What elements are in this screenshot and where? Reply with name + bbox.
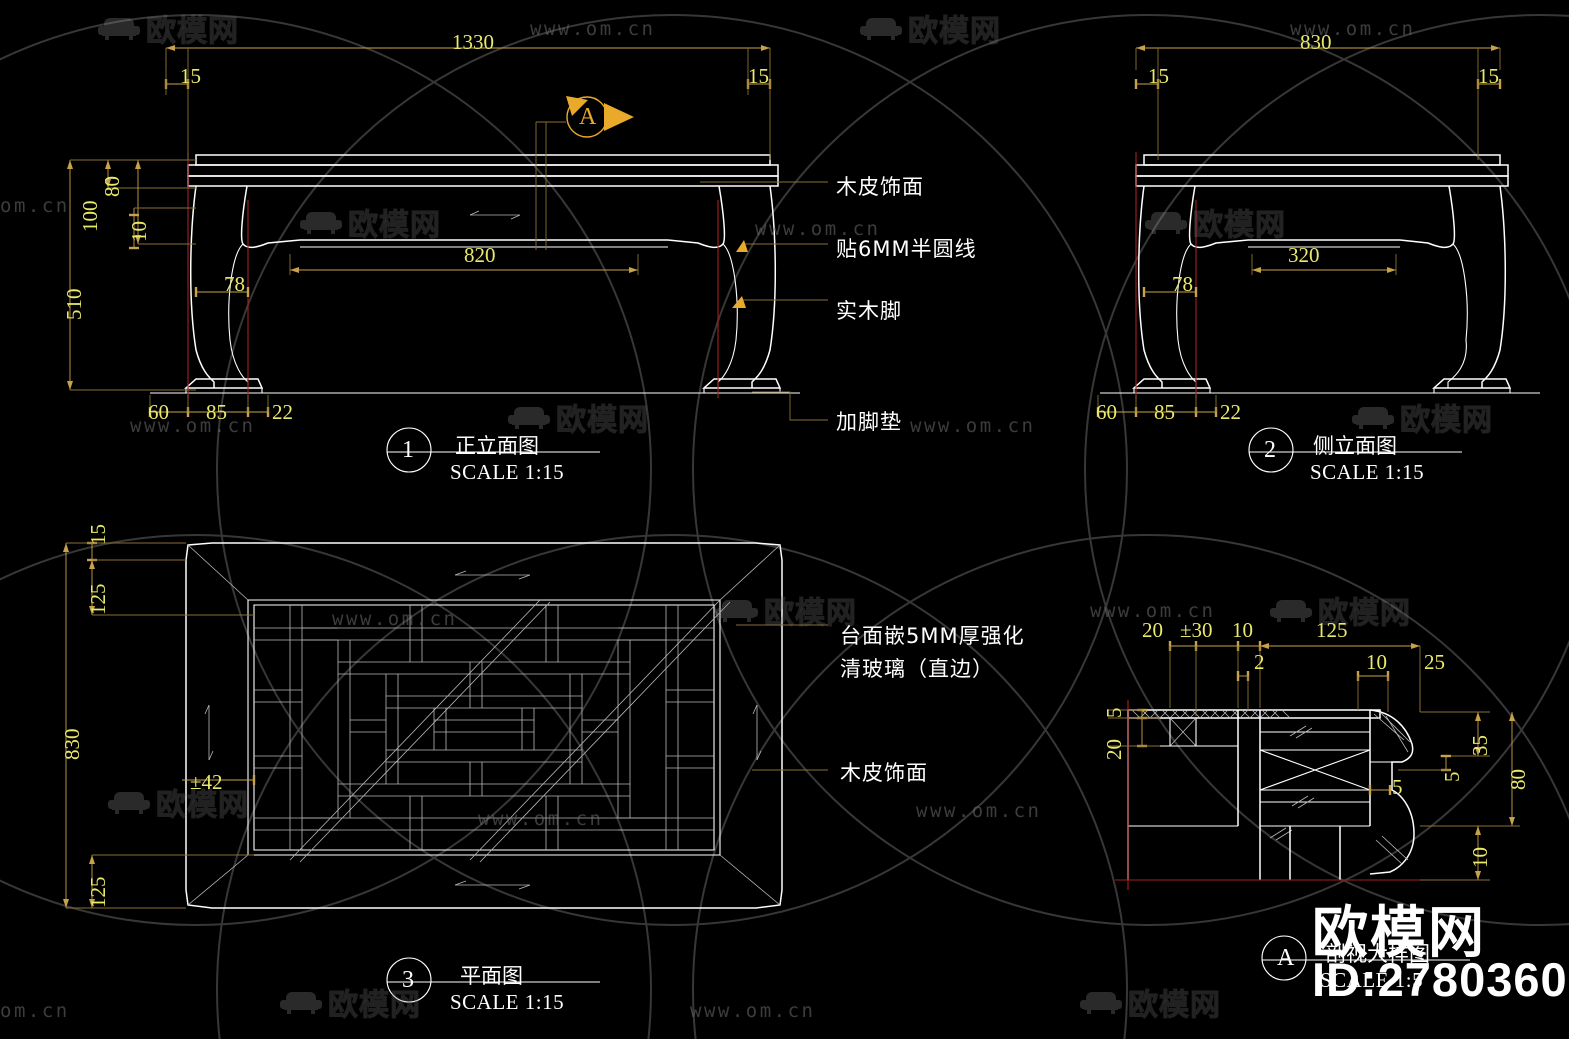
detail-section-dimensions <box>1108 641 1520 881</box>
view-title-side: 侧立面图 <box>1313 434 1397 458</box>
view-scale-front: SCALE 1:15 <box>450 460 565 484</box>
dim-side-foot-c: 22 <box>1220 400 1241 424</box>
dim-side-foot-a: 60 <box>1096 400 1117 424</box>
dim-side-left-inset: 15 <box>1148 64 1169 88</box>
watermark-big-brand: 欧模网 <box>1312 901 1486 966</box>
dim-plan-overall-depth: 830 <box>60 728 84 761</box>
view-number-side: 2 <box>1264 437 1276 463</box>
callout-front-veneer: 木皮饰面 <box>836 175 924 199</box>
dim-plan-border-bottom: 125 <box>86 876 110 909</box>
watermark-big-id: ID:2780360 <box>1312 953 1568 1006</box>
view-scale-side: SCALE 1:15 <box>1310 460 1425 484</box>
dim-detail-v20: 20 <box>1102 739 1126 760</box>
dim-front-apron-top: 80 <box>100 176 124 197</box>
view-title-detail: 剖视大样图 <box>1325 942 1430 966</box>
view-scale-detail: SCALE 1:5 <box>1320 968 1424 992</box>
dim-detail-10: 10 <box>1232 618 1253 642</box>
view-title-front: 正立面图 <box>455 434 539 458</box>
callout-plan-glass-line1: 台面嵌5MM厚强化 <box>840 624 1025 648</box>
view-title-bubbles <box>386 427 1470 1003</box>
front-elevation-geometry <box>150 152 800 398</box>
dim-plan-lattice-member: ±42 <box>190 770 223 794</box>
dim-front-foot-c: 22 <box>272 400 293 424</box>
dim-detail-v5: 5 <box>1102 707 1126 719</box>
callout-front-foot-pad: 加脚垫 <box>836 410 902 434</box>
dim-side-right-inset: 15 <box>1478 64 1499 88</box>
callout-plan-veneer: 木皮饰面 <box>840 761 928 785</box>
dim-front-apron-mid: 100 <box>78 200 102 233</box>
dim-detail-v10: 10 <box>1468 847 1492 868</box>
dim-side-overall-width: 830 <box>1300 30 1332 54</box>
detail-section-geometry <box>1115 700 1420 890</box>
view-title-plan: 平面图 <box>460 964 523 988</box>
dim-detail-2: 2 <box>1254 650 1265 674</box>
dim-detail-30: ±30 <box>1180 618 1213 642</box>
front-callout-leaders <box>700 181 828 421</box>
side-elevation-geometry <box>1100 152 1540 398</box>
dim-side-leg-width: 78 <box>1172 272 1193 296</box>
plan-view-geometry <box>185 542 783 909</box>
callout-front-halfround: 贴6MM半圆线 <box>836 237 977 261</box>
dim-front-left-inset: 15 <box>180 64 201 88</box>
dim-detail-25: 25 <box>1424 650 1445 674</box>
dim-front-right-inset: 15 <box>748 64 769 88</box>
dim-front-inner-clear: 820 <box>464 243 496 267</box>
callout-plan-glass-line2: 清玻璃（直边） <box>840 657 994 681</box>
dim-detail-125: 125 <box>1316 618 1348 642</box>
plan-view-dimensions <box>63 541 828 909</box>
callout-front-solidwood-leg: 实木脚 <box>836 299 902 323</box>
dim-front-foot-a: 60 <box>148 400 169 424</box>
dim-front-leg-width: 78 <box>224 272 245 296</box>
view-number-plan: 3 <box>402 967 414 993</box>
dim-front-bead: 10 <box>127 221 151 242</box>
dim-plan-edge-top: 15 <box>86 524 110 545</box>
view-number-detail: A <box>1277 945 1295 971</box>
dim-front-height: 510 <box>62 288 86 321</box>
dim-front-overall-width: 1330 <box>452 30 494 54</box>
dim-detail-20: 20 <box>1142 618 1163 642</box>
dim-detail-10b: 10 <box>1366 650 1387 674</box>
dim-side-inner-clear: 320 <box>1288 243 1320 267</box>
section-marker-a <box>536 96 634 138</box>
section-marker-label: A <box>579 104 597 130</box>
dim-side-foot-b: 85 <box>1154 400 1175 424</box>
side-elevation-dimensions <box>1096 45 1502 417</box>
front-elevation-dimensions <box>67 45 772 417</box>
dim-front-foot-b: 85 <box>206 400 227 424</box>
view-scale-plan: SCALE 1:15 <box>450 990 565 1014</box>
dim-detail-h5: 5 <box>1392 775 1403 799</box>
dim-detail-v80: 80 <box>1506 769 1530 790</box>
lattice-pattern <box>254 605 714 850</box>
dim-detail-v35: 35 <box>1468 735 1492 756</box>
dim-plan-border-top: 125 <box>86 583 110 616</box>
dim-detail-v5b: 5 <box>1440 771 1464 783</box>
view-number-front: 1 <box>402 437 414 463</box>
